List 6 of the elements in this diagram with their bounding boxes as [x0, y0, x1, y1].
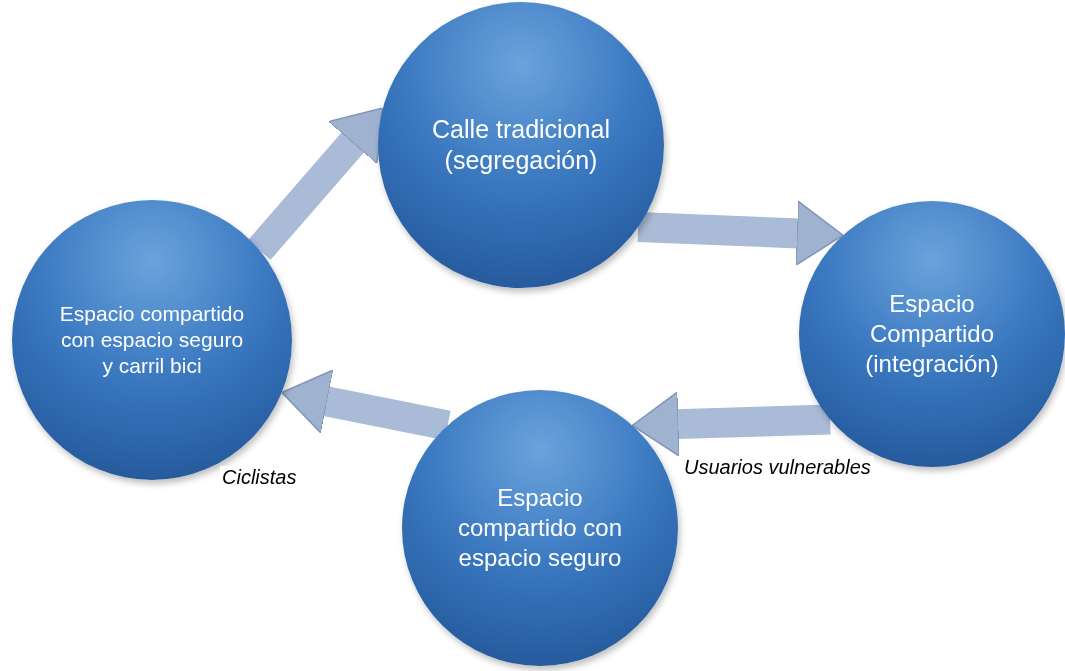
node-text: Calle tradicional (segregación) — [431, 113, 611, 176]
node-text: Espacio Compartido (integración) — [864, 289, 1000, 379]
block-arrow — [631, 391, 831, 457]
node-text: Espacio compartido con espacio seguro — [456, 483, 624, 573]
node-text: Espacio compartido con espacio seguro y carril bici — [58, 300, 246, 380]
block-arrow — [637, 200, 844, 267]
